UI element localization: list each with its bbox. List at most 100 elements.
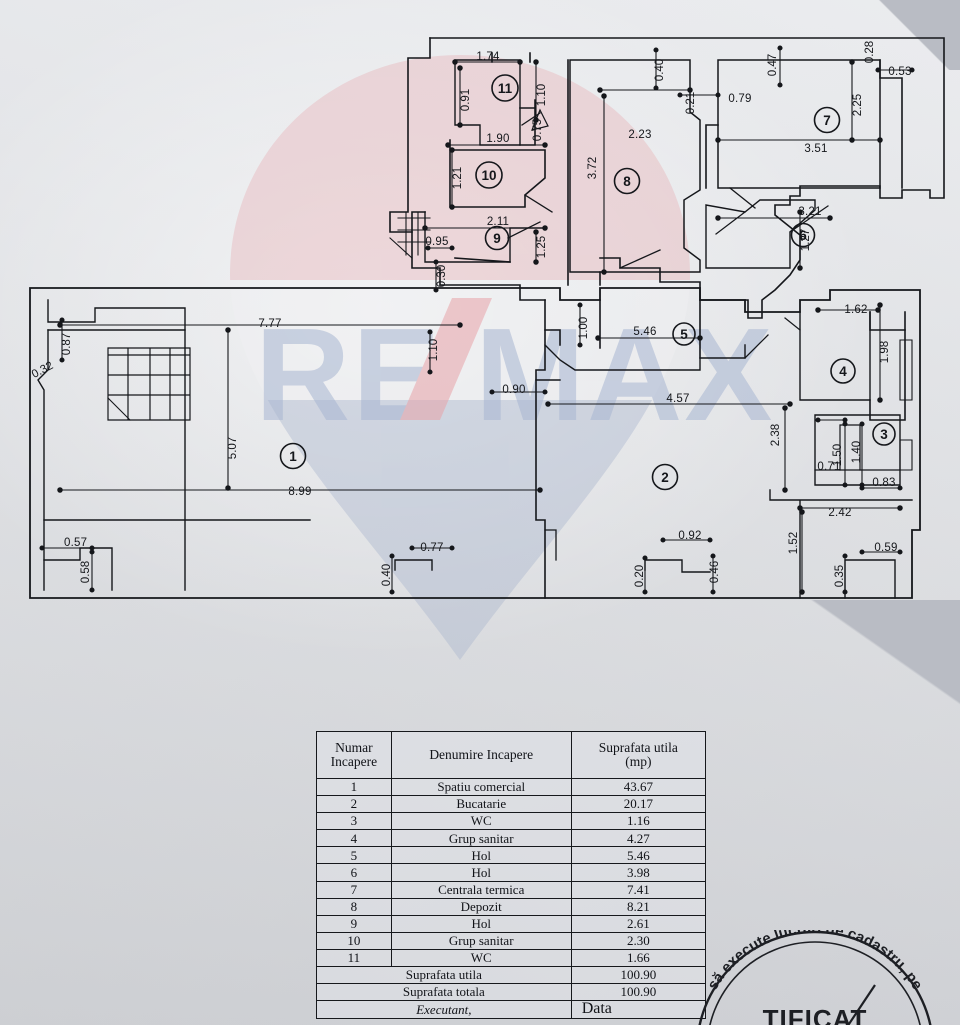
dim-0-75: 0.75 xyxy=(532,119,544,141)
room-number-3: 3 xyxy=(880,427,888,442)
paper-corner-top-right xyxy=(840,0,960,70)
cell-room-area: 3.98 xyxy=(570,863,707,882)
dim-0-92: 0.92 xyxy=(678,530,701,542)
cell-room-number: 8 xyxy=(316,897,392,916)
dim-1-98: 1.98 xyxy=(879,341,891,363)
cell-room-number: 11 xyxy=(316,948,392,968)
cell-room-area: 2.30 xyxy=(570,931,707,950)
dim-0-79: 0.79 xyxy=(728,93,751,105)
room-bubble-1 xyxy=(279,442,307,470)
cell-room-area: 7.41 xyxy=(570,880,707,899)
cell-room-number: 10 xyxy=(316,931,392,950)
dim-2-23: 2.23 xyxy=(628,129,651,141)
room-bubble-3 xyxy=(872,422,896,446)
dim-1-52: 1.52 xyxy=(788,532,800,554)
room-bubble-4 xyxy=(830,358,856,384)
dim-2-25: 2.25 xyxy=(852,94,864,116)
room-number-6: 6 xyxy=(799,228,807,243)
cell-executant-label: Executant, xyxy=(316,1000,572,1020)
dim-1-00: 1.00 xyxy=(578,317,590,339)
room-number-1: 1 xyxy=(289,449,297,464)
dim-0-30: 0.30 xyxy=(436,265,448,287)
room-number-10: 10 xyxy=(481,168,496,183)
cell-room-number: 4 xyxy=(316,829,392,848)
floor-plan-drawing: 1.74 0.91 1.10 0.75 1.90 1.21 2.11 1.25 … xyxy=(29,37,945,599)
dim-0-90: 0.90 xyxy=(502,384,525,396)
cell-room-number: 2 xyxy=(316,795,392,814)
dim-0-35: 0.35 xyxy=(834,565,846,587)
dim-0-53: 0.53 xyxy=(888,66,911,78)
table-header-row: Numar Incapere Denumire Incapere Suprafa… xyxy=(316,731,707,779)
dim-1-74: 1.74 xyxy=(476,51,500,63)
dim-1-40: 1.40 xyxy=(851,441,863,463)
cell-room-name: Bucatarie xyxy=(390,795,572,814)
cell-total-area: 100.90 xyxy=(570,983,707,1002)
header-room-name: Denumire Incapere xyxy=(390,731,572,779)
room-bubble-10 xyxy=(475,161,503,189)
dim-0-21: 0.21 xyxy=(685,92,697,114)
plan-walls xyxy=(29,37,945,599)
cell-room-area: 5.46 xyxy=(570,846,707,865)
header-room-number-line2: Incapere xyxy=(330,754,378,769)
room-schedule-table: Numar Incapere Denumire Incapere Suprafa… xyxy=(316,731,707,1020)
dim-0-83: 0.83 xyxy=(872,477,895,489)
header-room-area-line2: (mp) xyxy=(625,754,652,769)
room-bubble-9 xyxy=(484,225,510,251)
cell-room-name: Depozit xyxy=(390,897,572,916)
room-bubble-8 xyxy=(613,167,641,195)
cell-room-area: 2.61 xyxy=(570,914,707,933)
room-bubble-5 xyxy=(672,322,696,346)
cell-total-label: Suprafata totala xyxy=(316,983,572,1002)
header-room-area-line1: Suprafata utila xyxy=(598,739,678,755)
header-room-number: Numar Incapere xyxy=(316,731,392,779)
dim-1-10a: 1.10 xyxy=(536,84,548,106)
cell-room-area: 1.66 xyxy=(570,948,707,968)
cell-room-area: 1.16 xyxy=(570,812,707,831)
cell-room-number: 3 xyxy=(316,812,392,831)
dim-0-91: 0.91 xyxy=(460,89,472,111)
cell-room-name: Hol xyxy=(390,914,572,933)
room-number-9: 9 xyxy=(493,231,501,246)
dimension-lines xyxy=(39,45,915,595)
room-number-2: 2 xyxy=(661,470,669,485)
dim-0-59: 0.59 xyxy=(874,542,897,554)
cell-room-name: Grup sanitar xyxy=(390,829,572,848)
dim-0-77: 0.77 xyxy=(420,542,443,554)
room-number-5: 5 xyxy=(680,327,688,342)
room-number-4: 4 xyxy=(839,364,847,379)
dim-0-46: 0.46 xyxy=(709,561,721,583)
dim-0-95: 0.95 xyxy=(425,236,448,248)
dim-3-72: 3.72 xyxy=(587,157,599,179)
cell-room-number: 6 xyxy=(316,863,392,882)
dim-0-32: 0.32 xyxy=(30,360,55,381)
paper-corner-bottom-right xyxy=(790,600,960,750)
cell-room-name: Hol xyxy=(390,863,572,882)
cell-room-area: 4.27 xyxy=(570,829,707,848)
cell-room-number: 1 xyxy=(316,777,392,797)
header-room-area: Suprafata utila (mp) xyxy=(570,731,707,779)
cell-data-label: Data xyxy=(570,1000,707,1020)
room-bubble-6 xyxy=(790,222,816,248)
cell-room-name: WC xyxy=(390,812,572,831)
dim-1-50: 1.50 xyxy=(832,444,844,466)
room-number-8: 8 xyxy=(623,174,631,189)
dim-0-71: 0.71 xyxy=(817,461,840,473)
dim-2-11: 2.11 xyxy=(487,216,509,228)
dim-5-46: 5.46 xyxy=(633,326,656,338)
table-footer-row: Executant,Data xyxy=(316,1000,707,1020)
dim-3-21: 3.21 xyxy=(798,206,821,218)
dim-1-25: 1.25 xyxy=(536,236,548,258)
dim-0-87: 0.87 xyxy=(61,333,73,355)
room-number-11: 11 xyxy=(498,81,513,96)
dimension-labels: 1.74 0.91 1.10 0.75 1.90 1.21 2.11 1.25 … xyxy=(30,41,912,587)
